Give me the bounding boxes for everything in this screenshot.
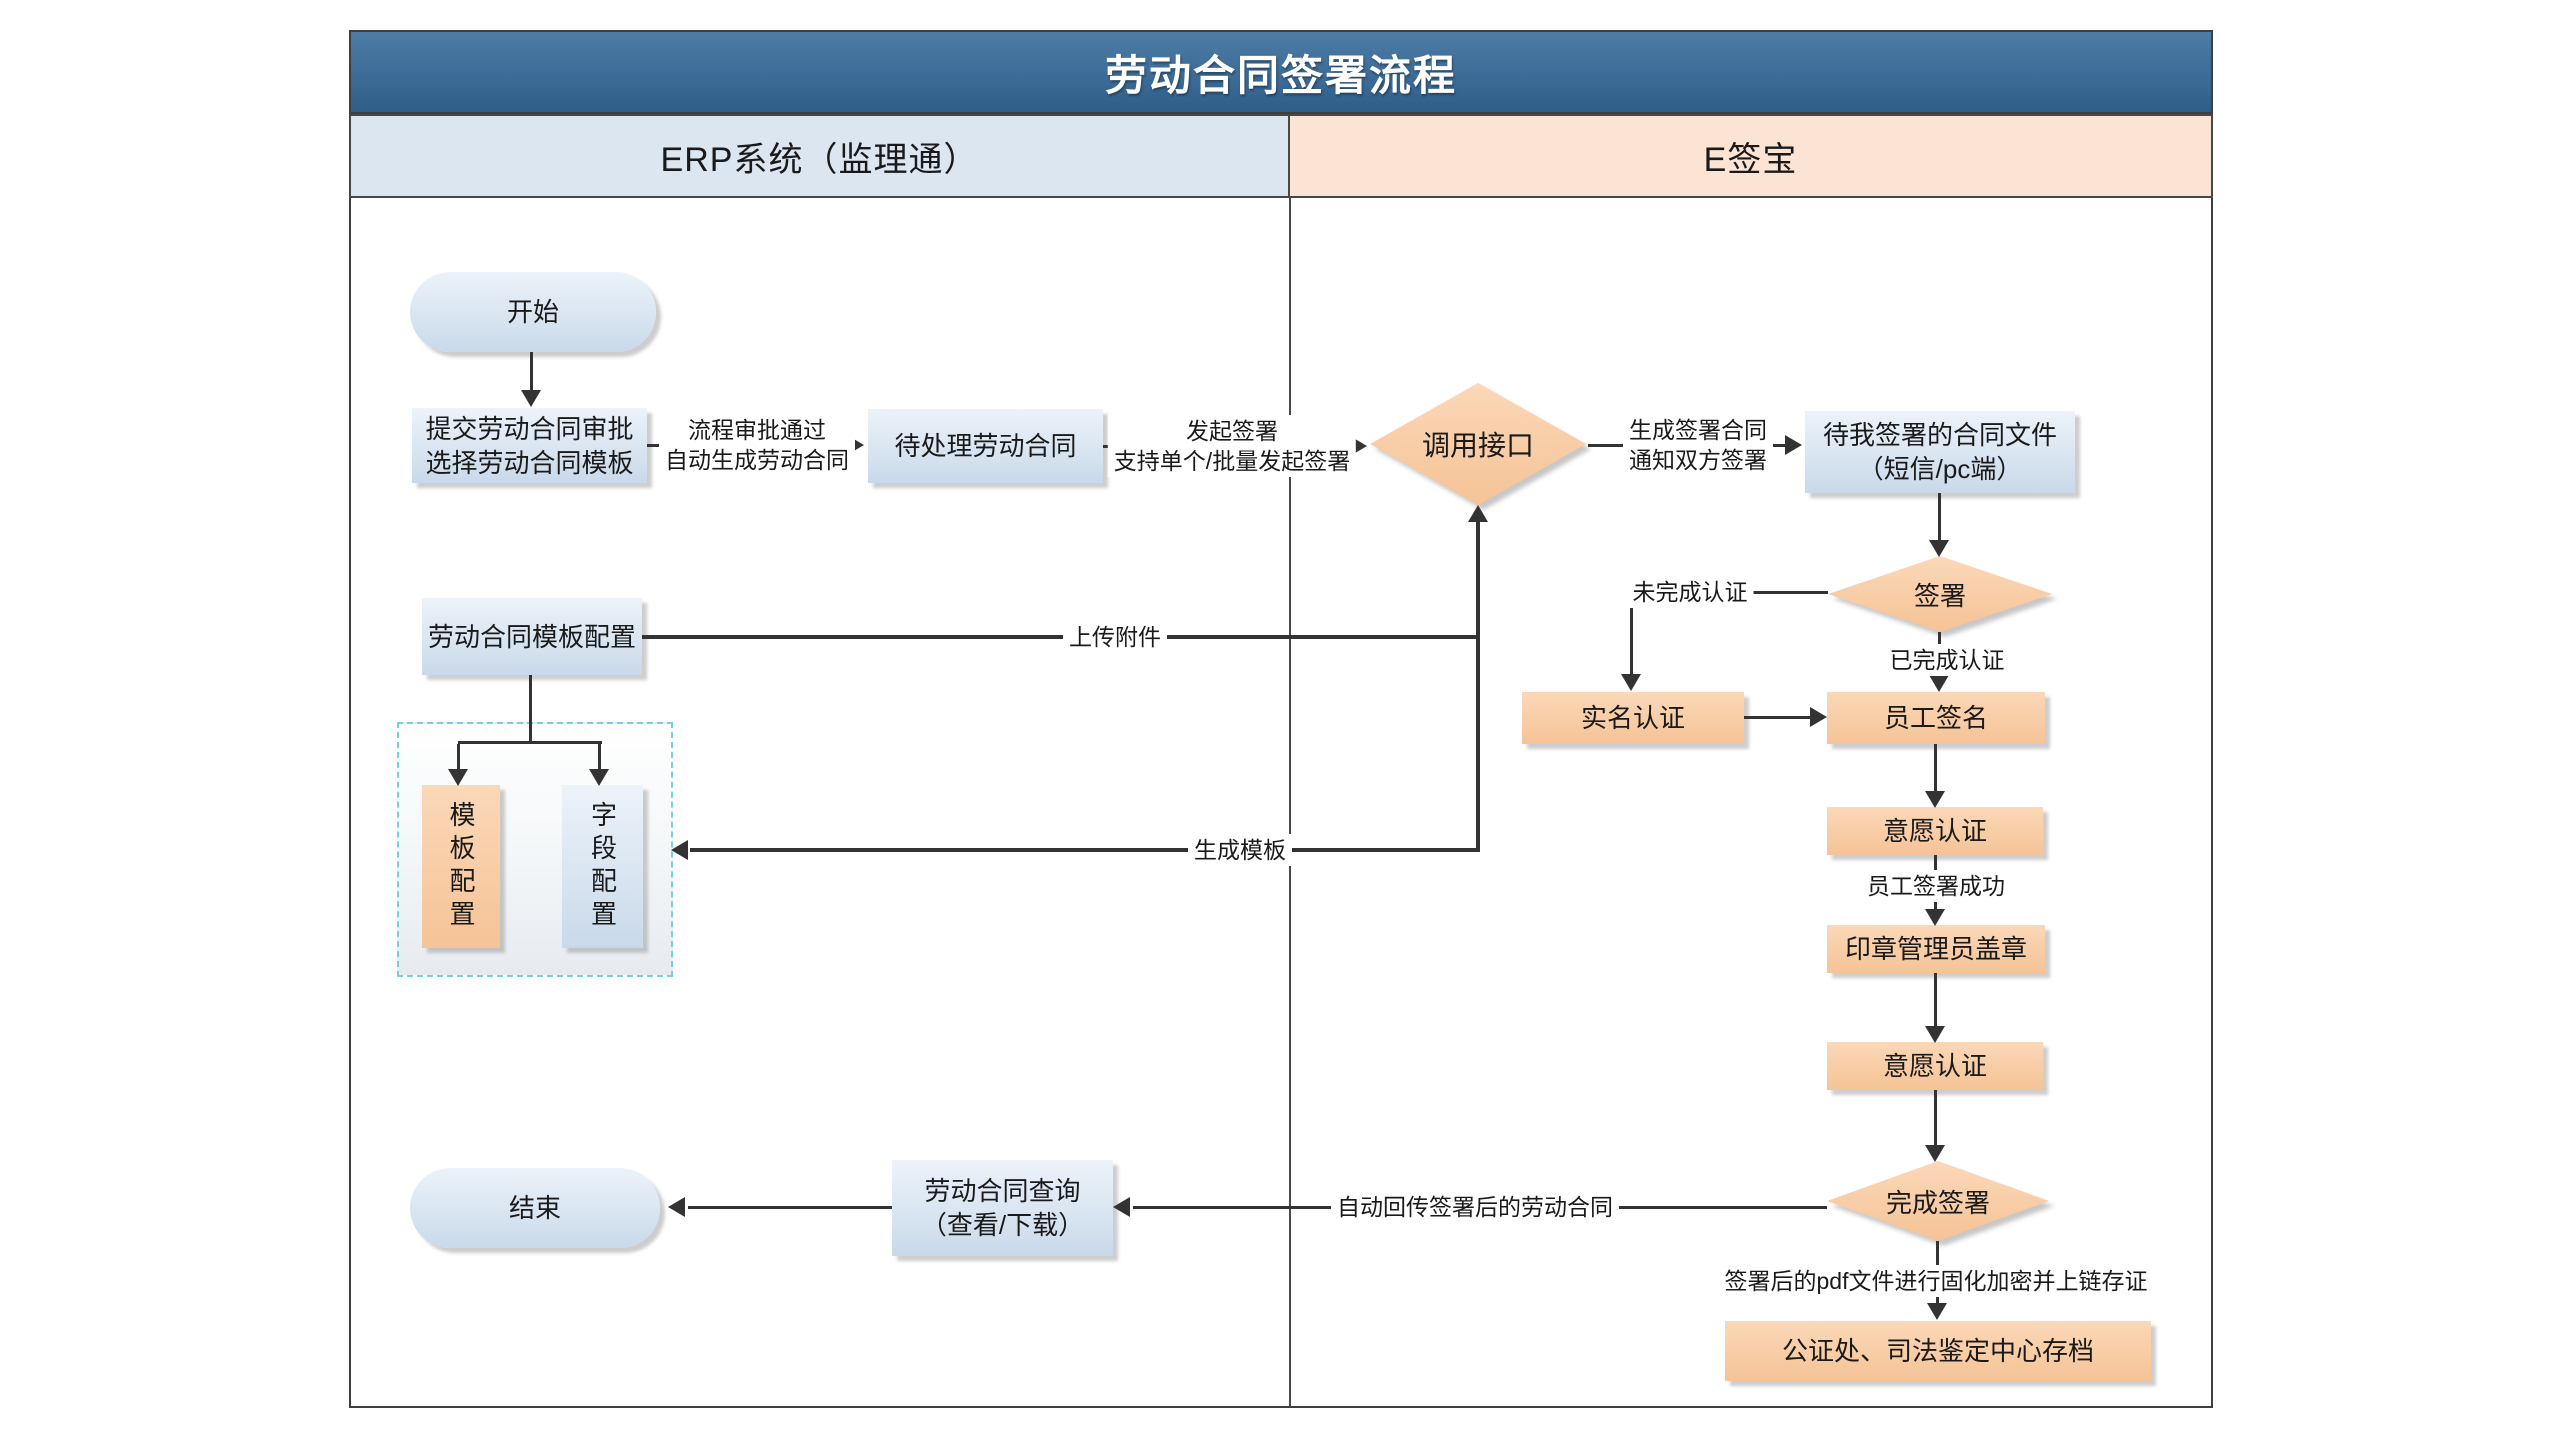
edge-label-initiate: 发起签署 支持单个/批量发起签署 — [1107, 415, 1357, 477]
connector-split-left — [457, 744, 460, 770]
decision-sign: 签署 — [1828, 556, 2052, 632]
node-contract-query: 劳动合同查询 （查看/下载） — [892, 1160, 1113, 1256]
arrowhead-field-config — [589, 769, 609, 786]
connector-parent-split — [529, 675, 532, 741]
lane-header-esign: E签宝 — [1288, 114, 2213, 198]
connector-query-end — [688, 1206, 892, 1209]
arrowhead-complete-notary — [1927, 1303, 1947, 1320]
node-will-auth-1: 意愿认证 — [1827, 807, 2043, 855]
decision-call-api: 调用接口 — [1370, 383, 1586, 505]
diagram-title-bar: 劳动合同签署流程 — [349, 30, 2213, 114]
decision-complete-sign: 完成签署 — [1827, 1161, 2049, 1241]
swimlane-divider — [1289, 198, 1291, 1406]
arrowhead-contractfile-sign — [1929, 540, 1949, 557]
arrowhead-start-submit — [521, 390, 541, 407]
node-real-name-auth: 实名认证 — [1522, 692, 1744, 744]
connector-generate-template — [690, 848, 1478, 852]
edge-label-generate-notify: 生成签署合同 通知双方签署 — [1623, 414, 1773, 476]
connector-upload-horizontal — [642, 635, 1478, 639]
node-contract-file: 待我签署的合同文件 （短信/pc端） — [1805, 411, 2075, 493]
node-seal-admin: 印章管理员盖章 — [1827, 925, 2045, 973]
connector-seal-will2 — [1934, 973, 1937, 1026]
edge-label-approve: 流程审批通过 自动生成劳动合同 — [659, 414, 855, 476]
node-notary-archive: 公证处、司法鉴定中心存档 — [1725, 1321, 2151, 1381]
arrowhead-employee-will1 — [1925, 791, 1945, 808]
arrowhead-generate-template — [671, 840, 688, 860]
lane-header-esign-label: E签宝 — [1703, 140, 1798, 179]
node-employee-sign: 员工签名 — [1827, 692, 2045, 744]
connector-upload-vertical — [1476, 522, 1480, 852]
node-submit-approval: 提交劳动合同审批 选择劳动合同模板 — [412, 408, 647, 483]
edge-label-auto-return: 自动回传签署后的劳动合同 — [1331, 1191, 1619, 1223]
edge-label-not-authed: 未完成认证 — [1626, 576, 1754, 608]
diagram-title: 劳动合同签署流程 — [1104, 51, 1457, 99]
edge-label-upload: 上传附件 — [1063, 621, 1167, 653]
node-template-config: 模板配置 — [422, 785, 500, 948]
arrowhead-query-end — [668, 1197, 685, 1217]
connector-contractfile-sign — [1938, 493, 1941, 540]
node-end: 结束 — [410, 1168, 660, 1248]
node-pending-contract: 待处理劳动合同 — [868, 409, 1103, 483]
node-template-parent: 劳动合同模板配置 — [422, 598, 642, 675]
arrowhead-callapi-contractfile — [1785, 435, 1802, 455]
node-field-config: 字段配置 — [562, 785, 643, 948]
edge-label-pdf-chain: 签署后的pdf文件进行固化加密并上链存证 — [1718, 1265, 2154, 1297]
arrowhead-realname-employee — [1810, 707, 1827, 727]
node-start: 开始 — [410, 272, 656, 352]
arrowhead-auto-return — [1113, 1197, 1130, 1217]
connector-start-submit — [530, 352, 533, 390]
edge-label-generate-template: 生成模板 — [1188, 834, 1292, 866]
connector-notauthed-vertical — [1630, 591, 1633, 674]
arrowhead-sign-employee — [1929, 675, 1949, 692]
arrowhead-upload-callapi — [1468, 505, 1488, 522]
lane-header-erp-label: ERP系统（监理通） — [660, 140, 979, 179]
connector-will2-complete — [1934, 1090, 1937, 1145]
connector-employee-will1 — [1934, 744, 1937, 791]
lane-header-erp: ERP系统（监理通） — [349, 114, 1290, 198]
connector-split-right — [598, 744, 601, 770]
arrowhead-will2-complete — [1925, 1145, 1945, 1162]
arrowhead-notauthed-realname — [1621, 674, 1641, 691]
arrowhead-will1-seal — [1925, 909, 1945, 926]
edge-label-authed: 已完成认证 — [1883, 644, 2011, 676]
node-will-auth-2: 意愿认证 — [1827, 1042, 2043, 1090]
connector-realname-employee — [1744, 716, 1810, 719]
arrowhead-template-config — [448, 769, 468, 786]
arrowhead-seal-will2 — [1925, 1026, 1945, 1043]
edge-label-employee-signed: 员工签署成功 — [1861, 870, 2011, 902]
connector-split-horizontal — [458, 741, 602, 744]
